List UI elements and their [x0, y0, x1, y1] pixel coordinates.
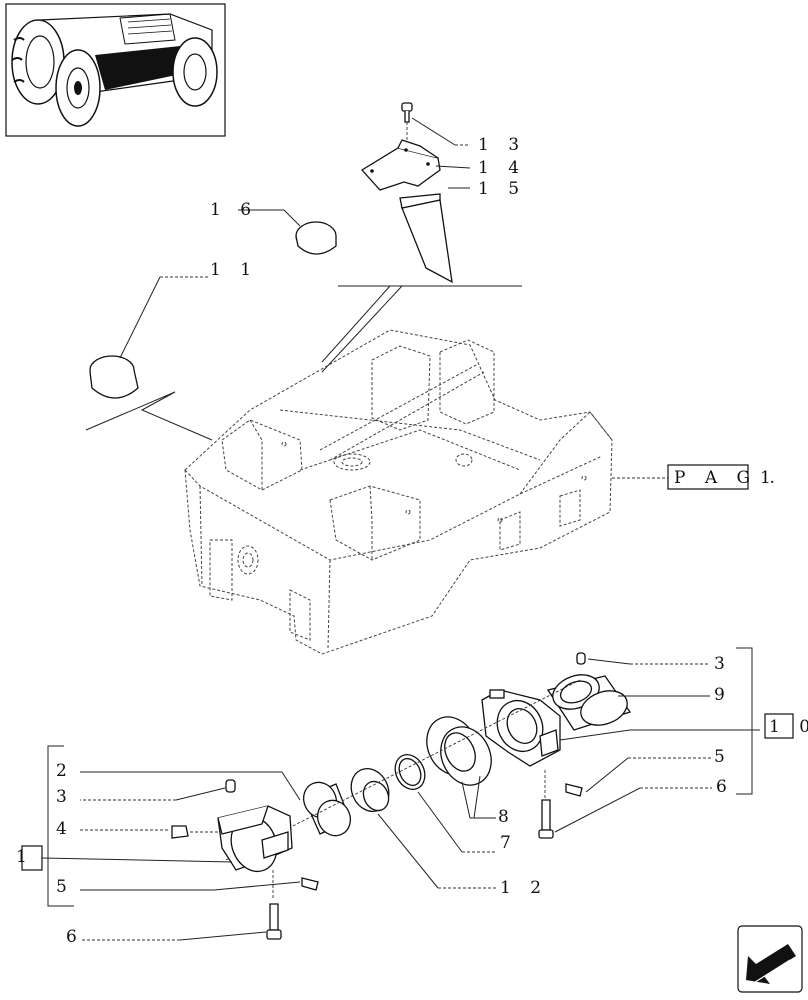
callout-6-left: 6: [66, 927, 84, 947]
callout-2-left: 2: [56, 761, 74, 781]
bolt-6-right: [538, 770, 554, 839]
seal-12: [350, 768, 390, 812]
grease-nipple-4-left: [171, 825, 189, 839]
callout-5-left: 5: [56, 877, 74, 897]
callout-6-right: 6: [716, 777, 734, 797]
bushing-9: [546, 674, 632, 731]
svg-text:1 4: 1 4: [478, 158, 526, 178]
callout-13: 1 3: [478, 135, 526, 155]
group-box-1[interactable]: 1: [16, 845, 43, 871]
callout-3-left: 3: [56, 787, 74, 807]
support-left: [217, 805, 293, 873]
page-reference-number: 1: [760, 468, 778, 488]
svg-text:1 3: 1 3: [478, 135, 526, 155]
svg-text:4: 4: [56, 819, 74, 839]
callout-15: 1 5: [478, 179, 526, 199]
callout-9: 9: [714, 685, 732, 705]
bracket-plate-14: [360, 139, 441, 191]
svg-text:3: 3: [56, 787, 74, 807]
svg-text:5: 5: [56, 877, 74, 897]
svg-text:6: 6: [716, 777, 734, 797]
svg-text:1 6: 1 6: [210, 200, 258, 220]
svg-text:1: 1: [760, 468, 778, 488]
callout-7: 7: [500, 833, 518, 853]
svg-text:6: 6: [66, 927, 84, 947]
svg-text:7: 7: [500, 833, 518, 853]
svg-text:1 0: 1 0: [769, 717, 808, 737]
housing: [184, 285, 613, 655]
callout-3-right: 3: [714, 654, 732, 674]
group-box-10[interactable]: 1 0: [764, 713, 808, 739]
svg-text:P A G .: P A G .: [674, 468, 782, 488]
grease-nipple-3-left: [225, 779, 236, 793]
callout-8: 8: [498, 807, 516, 827]
o-ring-7: [394, 753, 426, 791]
page-reference-box[interactable]: P A G .: [667, 464, 782, 490]
callout-11: 1 1: [210, 260, 258, 280]
callout-4-left: 4: [56, 819, 74, 839]
bolt-6-left: [266, 870, 282, 940]
svg-text:8: 8: [498, 807, 516, 827]
callout-12: 1 2: [500, 878, 548, 898]
callout-14: 1 4: [478, 158, 526, 178]
bushing-2: [302, 781, 352, 837]
tractor-thumbnail-icon[interactable]: [5, 3, 226, 137]
ring-8a: [426, 716, 492, 786]
bolt-13: [401, 102, 413, 140]
svg-text:5: 5: [714, 747, 732, 767]
svg-text:3: 3: [714, 654, 732, 674]
grease-nipple-5-right: [565, 783, 583, 797]
svg-text:1 1: 1 1: [210, 260, 258, 280]
plug-16: [295, 221, 337, 255]
plate-15: [399, 193, 453, 284]
svg-text:1: 1: [16, 847, 34, 867]
plug-11: [89, 355, 139, 399]
svg-text:1 5: 1 5: [478, 179, 526, 199]
support-right: [481, 689, 561, 767]
next-page-arrow-icon[interactable]: [737, 925, 803, 993]
svg-text:9: 9: [714, 685, 732, 705]
callout-5-right: 5: [714, 747, 732, 767]
callout-16: 1 6: [210, 200, 258, 220]
svg-text:2: 2: [56, 761, 74, 781]
svg-text:1 2: 1 2: [500, 878, 548, 898]
grease-nipple-3-right: [576, 652, 586, 665]
grease-nipple-5-left: [301, 877, 319, 891]
